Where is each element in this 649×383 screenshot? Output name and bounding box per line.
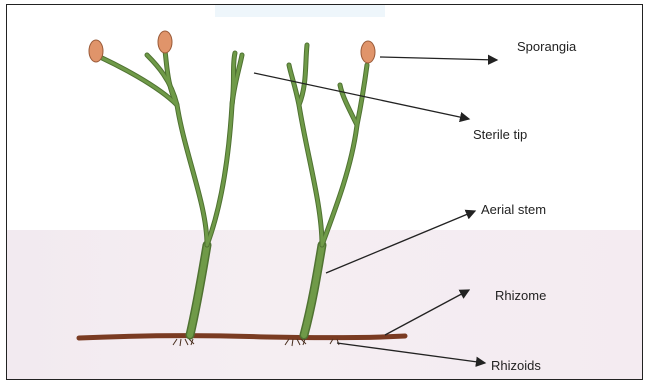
arrow-aerial-stem (326, 211, 475, 273)
sporangium (361, 41, 375, 63)
sporangium (89, 40, 103, 62)
sporangium (158, 31, 172, 53)
label-sporangia: Sporangia (517, 39, 576, 54)
diagram-frame: Sporangia Sterile tip Aerial stem Rhizom… (6, 4, 643, 380)
rhizome (79, 336, 405, 338)
label-aerial-stem: Aerial stem (481, 202, 546, 217)
label-rhizome: Rhizome (495, 288, 546, 303)
arrow-rhizoids (337, 343, 485, 363)
plant-diagram (7, 5, 642, 379)
arrow-sporangia (380, 57, 497, 60)
label-sterile-tip: Sterile tip (473, 127, 527, 142)
arrow-rhizome (385, 290, 469, 335)
plant-left (100, 51, 242, 335)
leader-lines (254, 57, 497, 363)
label-rhizoids: Rhizoids (491, 358, 541, 373)
